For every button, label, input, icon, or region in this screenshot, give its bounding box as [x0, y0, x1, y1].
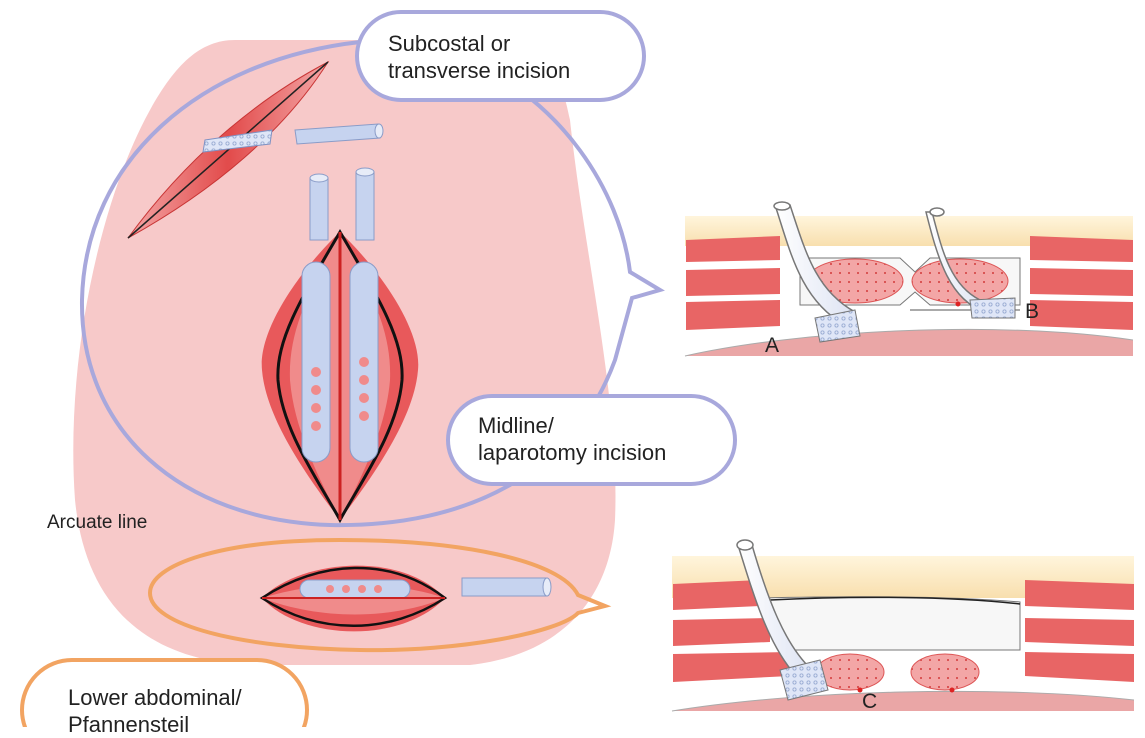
- pfannenstiel-mesh-strip: [462, 578, 551, 596]
- midline-label: Midline/ laparotomy incision: [478, 412, 666, 466]
- lower-label-line2: Pfannensteil: [68, 711, 242, 738]
- lower-abdominal-label: Lower abdominal/ Pfannensteil: [68, 684, 242, 738]
- subcostal-label: Subcostal or transverse incision: [388, 30, 570, 84]
- midline-label-line1: Midline/: [478, 412, 666, 439]
- midline-label-line2: laparotomy incision: [478, 439, 666, 466]
- subcostal-label-line2: transverse incision: [388, 57, 570, 84]
- lower-label-line1: Lower abdominal/: [68, 684, 242, 711]
- panel-label-b: B: [1025, 300, 1039, 324]
- subcostal-label-line1: Subcostal or: [388, 30, 570, 57]
- panel-label-a: A: [765, 334, 779, 358]
- cross-section-c: [672, 540, 1134, 711]
- panel-label-c: C: [862, 690, 877, 714]
- arcuate-line-label: Arcuate line: [47, 512, 147, 534]
- cross-section-ab: [685, 202, 1133, 356]
